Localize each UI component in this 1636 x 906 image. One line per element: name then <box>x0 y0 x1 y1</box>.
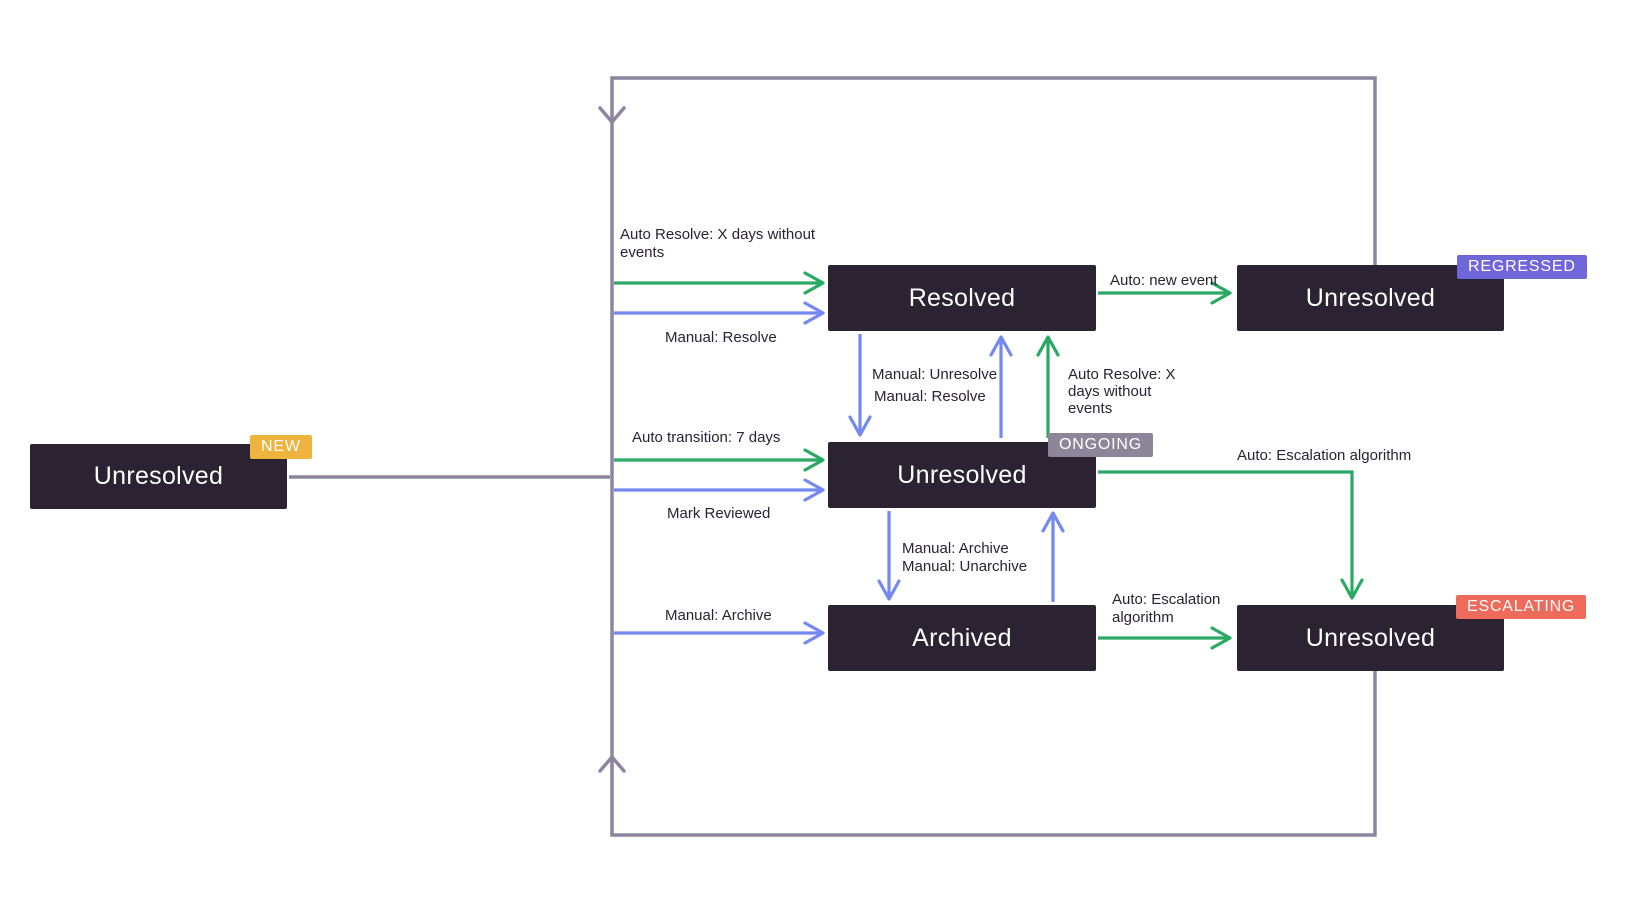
state-box-ongoing: Unresolved <box>828 442 1096 508</box>
status-badge-regressed: REGRESSED <box>1457 255 1587 279</box>
loop-connector <box>610 76 1377 837</box>
state-label: Resolved <box>908 283 1016 312</box>
edge-label-manual-unresolve-resolve: Manual: Unresolve Manual: Resolve <box>872 366 998 405</box>
edge-label-manual-archive-pair: Manual: Archive Manual: Unarchive <box>902 540 1028 575</box>
state-label: Unresolved <box>1305 623 1436 652</box>
state-label: Archived <box>912 623 1012 652</box>
loop-chevron-up-icon <box>598 755 626 773</box>
state-box-resolved: Resolved <box>828 265 1096 331</box>
state-box-new: Unresolved <box>30 444 287 509</box>
loop-chevron-down-icon <box>598 106 626 124</box>
edge-label-auto-resolve-ongoing: Auto Resolve: X days without events <box>1068 366 1176 417</box>
edge-label-manual-resolve-new: Manual: Resolve <box>665 329 777 346</box>
edge-label-manual-archive-new: Manual: Archive <box>665 607 772 624</box>
state-label: Unresolved <box>1305 283 1436 312</box>
status-badge-ongoing: ONGOING <box>1048 433 1153 457</box>
state-box-archived: Archived <box>828 605 1096 671</box>
edge-auto-escalation-from-ongoing <box>1098 470 1364 600</box>
edge-label-auto-new-event: Auto: new event <box>1110 272 1218 289</box>
edge-label-mark-reviewed: Mark Reviewed <box>667 505 771 522</box>
edge-label-auto-transition: Auto transition: 7 days <box>632 429 781 446</box>
edge-label-auto-escalation-ongoing: Auto: Escalation algorithm <box>1237 447 1412 464</box>
edge-label-auto-resolve-new: Auto Resolve: X days without events <box>620 226 816 261</box>
status-badge-new: NEW <box>250 435 312 459</box>
state-label: Unresolved <box>897 460 1027 489</box>
state-label: Unresolved <box>93 462 224 490</box>
status-badge-escalating: ESCALATING <box>1456 595 1587 619</box>
edge-label-auto-escalation-archived: Auto: Escalation algorithm <box>1112 591 1221 626</box>
